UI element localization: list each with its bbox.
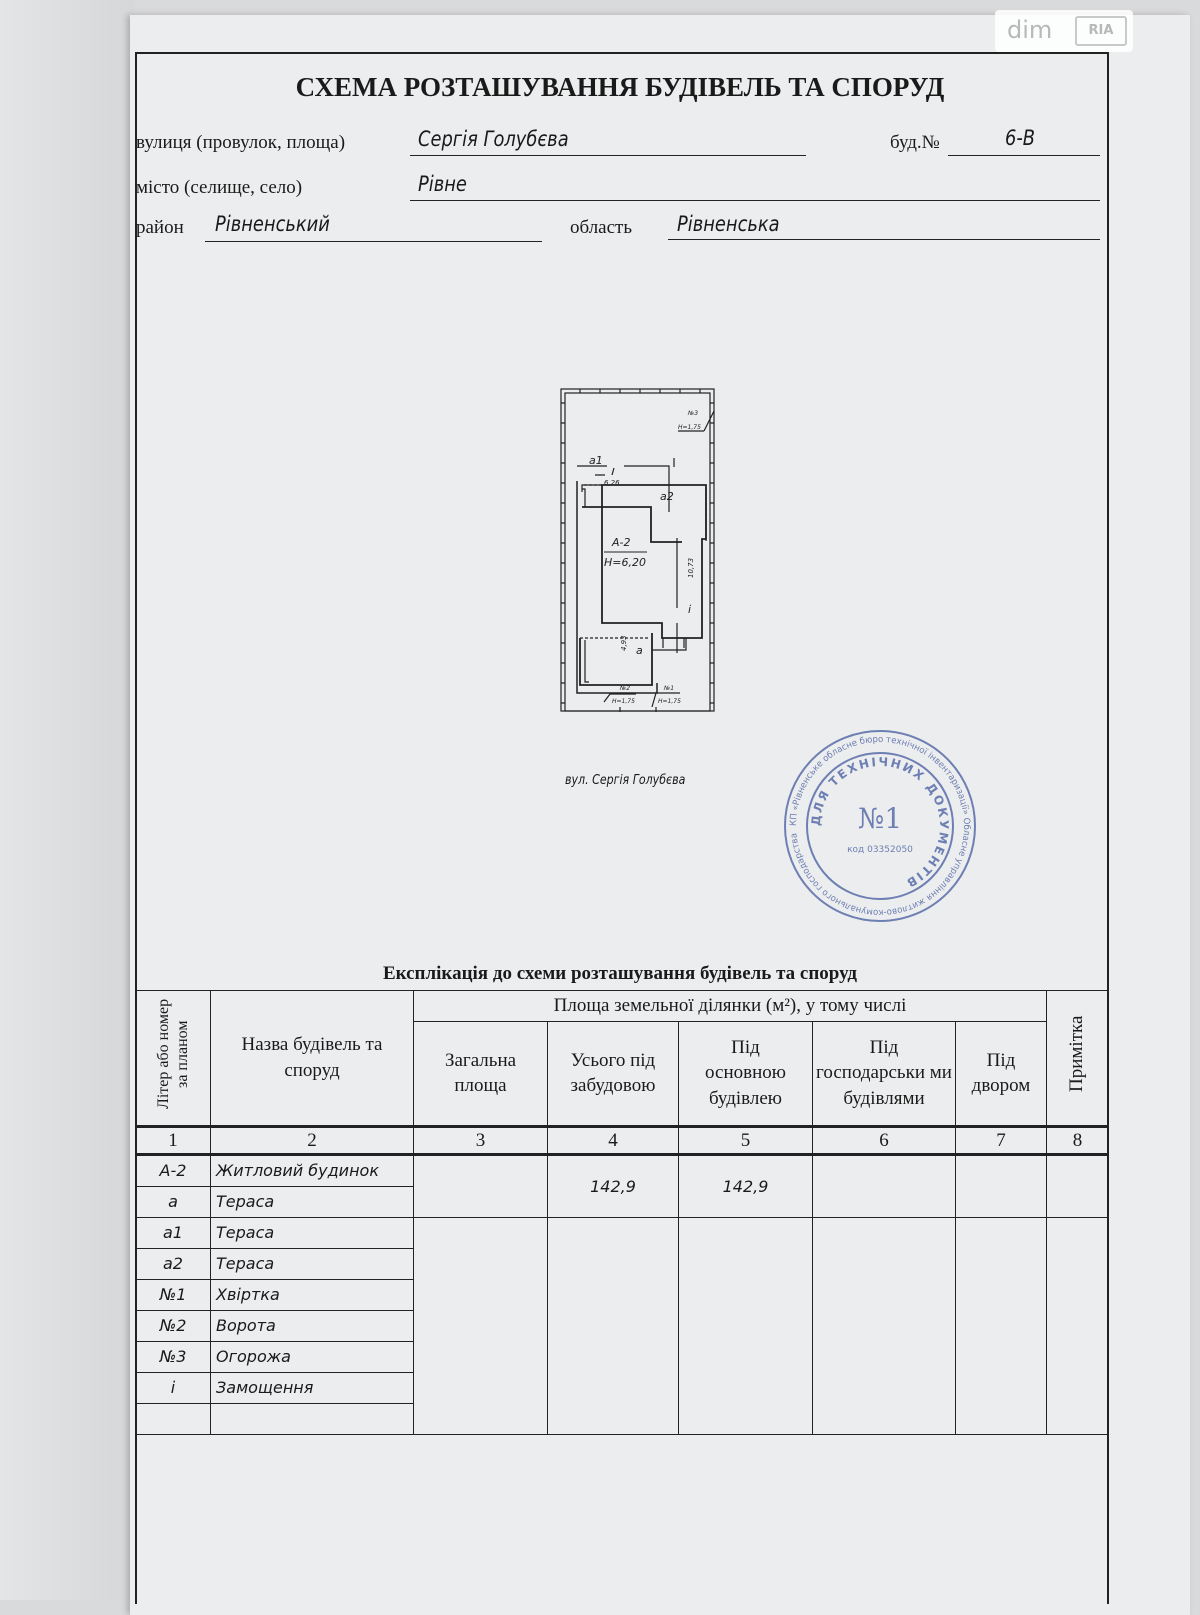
row-name: Огорожа: [210, 1341, 414, 1374]
table-row: А-2 Житловий будинок 142,9 142,9: [135, 1154, 1109, 1219]
row-letter: №1: [135, 1279, 211, 1312]
row-letter: №3: [135, 1341, 211, 1374]
district-value: Рівненський: [215, 212, 330, 236]
watermark-logo: dim RIA: [995, 10, 1133, 52]
official-stamp: КП «Рівненське обласне бюро технічної ін…: [784, 730, 976, 922]
stamp-code: код 03352050: [847, 845, 913, 855]
plan-label-a: а: [636, 644, 643, 657]
row-name: Тераса: [210, 1186, 414, 1219]
city-value: Рівне: [418, 172, 467, 196]
cell-main-building: 142,9: [678, 1154, 813, 1219]
header-note: Примітка: [1046, 990, 1109, 1127]
stamp-center-number: №1: [858, 802, 902, 835]
region-underline: [668, 239, 1100, 240]
header-note-text: Примітка: [1066, 1015, 1088, 1093]
cell-note: [1046, 1154, 1109, 1219]
plan-label-n3-height: Н=1,75: [678, 424, 701, 431]
row-letter: А-2: [135, 1154, 211, 1188]
plan-label-height: Н=6,20: [604, 556, 646, 569]
city-label: місто (селище, село): [136, 177, 303, 198]
header-name: Назва будівель та споруд: [210, 990, 414, 1127]
plan-label-n1-height: Н=1,75: [658, 698, 681, 705]
header-main-building: Під основною будівлею: [678, 1020, 813, 1127]
row-letter: а: [135, 1186, 211, 1219]
table-row: а Тераса: [135, 1186, 1109, 1219]
cell-built-up: 142,9: [547, 1154, 679, 1219]
row-name: Тераса: [210, 1248, 414, 1281]
region-value: Рівненська: [677, 212, 780, 236]
document-frame: [135, 52, 1109, 1604]
col-number: 6: [812, 1124, 956, 1157]
row-name: Замощення: [210, 1372, 414, 1405]
document-title: СХЕМА РОЗТАШУВАННЯ БУДІВЕЛЬ ТА СПОРУД: [295, 72, 945, 102]
table-row-empty: [135, 1403, 1109, 1436]
row-name: Ворота: [210, 1310, 414, 1343]
street-value: Сергія Голубєва: [418, 127, 569, 151]
street-underline: [410, 155, 806, 156]
plan-label-i: і: [688, 603, 691, 616]
empty-cell: [678, 1217, 813, 1436]
empty-cell: [955, 1217, 1047, 1436]
street-label: вулиця (провулок, площа): [136, 132, 346, 153]
empty-cell: [210, 1403, 414, 1436]
plan-label-n3: №3: [687, 410, 698, 417]
empty-cell: [135, 1403, 211, 1436]
header-total-area: Загальна площа: [413, 1020, 548, 1127]
row-name: Хвіртка: [210, 1279, 414, 1312]
plan-label-main: А-2: [611, 536, 631, 549]
explication-title: Експлікація до схеми розташування будіве…: [382, 963, 858, 984]
row-name: Житловий будинок: [210, 1154, 414, 1188]
explication-table: Літер або номер за планом Назва будівель…: [135, 990, 1109, 1436]
plan-label-a1: а1: [589, 454, 603, 467]
header-letter: Літер або номер за планом: [135, 990, 211, 1127]
row-letter: а1: [135, 1217, 211, 1250]
site-plan-drawing: а1 6,26 а2 А-2 Н=6,20 10,73 і 4,93 а №3 …: [560, 388, 715, 712]
col-number: 3: [413, 1124, 548, 1157]
col-number: 7: [955, 1124, 1047, 1157]
plan-label-n2: №2: [619, 685, 630, 692]
header-area-group: Площа земельної ділянки (м²), у тому чис…: [413, 990, 1047, 1022]
plan-label-n1: №1: [663, 685, 674, 692]
plan-caption: вул. Сергія Голубєва: [565, 773, 686, 788]
watermark-dim: dim: [1007, 16, 1053, 44]
building-underline: [948, 155, 1100, 156]
city-underline: [410, 200, 1100, 201]
header-built-up: Усього під забудовою: [547, 1020, 679, 1127]
region-label: область: [570, 217, 633, 238]
previous-page-edge: [0, 0, 135, 1600]
header-letter-text: Літер або номер за планом: [154, 998, 191, 1110]
plan-label-n2-height: Н=1,75: [612, 698, 635, 705]
table-row: а1 Тераса: [135, 1217, 1109, 1436]
row-letter: а2: [135, 1248, 211, 1281]
plan-label-a2: а2: [660, 490, 674, 503]
cell-yard: [955, 1154, 1047, 1219]
cell-outbuildings: [812, 1154, 956, 1219]
building-label: буд.№: [890, 132, 940, 153]
table-row: №3 Огорожа: [135, 1341, 1109, 1374]
cell-total-area: [413, 1154, 548, 1219]
col-number: 8: [1046, 1124, 1109, 1157]
building-value: 6-В: [1005, 126, 1036, 150]
district-underline: [205, 241, 542, 242]
row-name: Тераса: [210, 1217, 414, 1250]
plan-dim-bottom: 4,93: [620, 635, 628, 651]
header-outbuildings: Під господарськи ми будівлями: [812, 1020, 956, 1127]
empty-cell: [812, 1217, 956, 1436]
district-label: район: [136, 217, 184, 238]
watermark-ria: RIA: [1075, 16, 1127, 46]
row-letter: і: [135, 1372, 211, 1405]
empty-cell: [547, 1217, 679, 1436]
empty-cell: [413, 1217, 548, 1436]
header-yard: Під двором: [955, 1020, 1047, 1127]
plan-dim-side: 10,73: [687, 558, 695, 578]
table-row: №1 Хвіртка: [135, 1279, 1109, 1312]
empty-cell: [1046, 1217, 1109, 1436]
col-number: 2: [210, 1124, 414, 1157]
row-letter: №2: [135, 1310, 211, 1343]
col-number: 1: [135, 1124, 211, 1157]
col-number: 5: [678, 1124, 813, 1157]
plan-dim-top: 6,26: [604, 479, 620, 487]
col-number: 4: [547, 1124, 679, 1157]
